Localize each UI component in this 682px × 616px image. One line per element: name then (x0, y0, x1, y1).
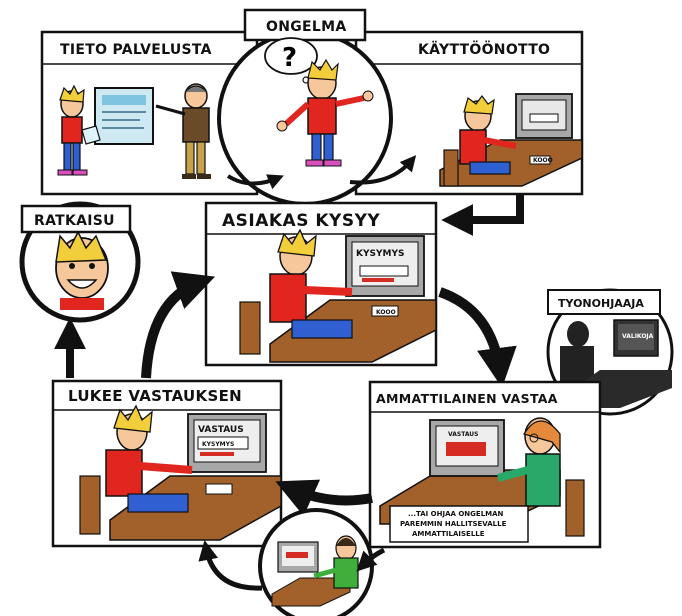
circle-ratkaisu: RATKAISU (19, 201, 141, 323)
monitor-icon: KYSYMYS (345, 235, 425, 297)
screen-label-kysymys: KYSYMYS (202, 441, 234, 448)
keycode-label: KOOO (533, 157, 553, 164)
panel-title-tieto-palvelusta: TIETO PALVELUSTA (60, 42, 212, 58)
screen-label-vastaus: VASTAUS (198, 425, 244, 435)
asking-boy-figure (239, 228, 353, 355)
circle-referral-helper (258, 508, 374, 616)
flow-arrows-left (54, 271, 216, 379)
question-mark: ? (282, 43, 297, 73)
referral-text-line2: PAREMMIN HALLITSEVALLE (400, 520, 507, 528)
panel-asiakas-kysyy: ASIAKAS KYSYY KYSYMYS KOOO (204, 201, 438, 367)
professional-figure (496, 417, 585, 537)
panel-title-tyonohjaaja: TYONOHJAAJA (558, 297, 644, 310)
flow-arrows-top (226, 155, 524, 236)
customer-boy-figure (57, 84, 101, 176)
flow-arrows-bottom (198, 540, 386, 591)
panel-title-ratkaisu: RATKAISU (34, 213, 115, 229)
presenter-figure (155, 83, 211, 179)
keycode-label: KOOO (376, 309, 396, 316)
monitor-icon: VASTAUS (429, 419, 505, 477)
referral-text-line1: ...TAI OHJAA ONGELMAN (408, 510, 504, 518)
panel-ammattilainen-vastaa: AMMATTILAINEN VASTAA VASTAUS ...TAI OHJA… (368, 380, 602, 549)
flow-arrow-to-professional (438, 287, 517, 388)
monitor-icon (515, 93, 573, 139)
panel-title-ammattilainen-vastaa: AMMATTILAINEN VASTAA (376, 391, 558, 406)
panel-title-ongelma: ONGELMA (266, 19, 346, 35)
confused-boy-figure (276, 58, 374, 167)
question-bubble-icon: ? (264, 37, 318, 84)
panel-title-asiakas-kysyy: ASIAKAS KYSYY (222, 211, 380, 231)
circle-ongelma: ONGELMA ? (217, 8, 393, 206)
seated-boy-figure (443, 95, 517, 187)
screen-label-valikoja: VALIKOJA (622, 333, 654, 340)
monitor-icon: VASTAUS KYSYMYS (187, 413, 267, 473)
reading-boy-figure (79, 404, 193, 535)
panel-lukee-vastauksen: LUKEE VASTAUKSEN VASTAUS KYSYMYS (51, 379, 283, 548)
referral-text-line3: AMMATTILAISELLE (412, 530, 485, 538)
panel-title-kayttoonotto: KÄYTTÖÖNOTTO (418, 40, 550, 58)
flow-arrow-to-reader (275, 479, 373, 517)
screen-label-vastaus: VASTAUS (448, 431, 478, 438)
presentation-board-icon (94, 87, 154, 145)
happy-boy-face (55, 230, 109, 310)
panel-title-lukee-vastauksen: LUKEE VASTAUKSEN (68, 387, 242, 405)
referral-note: ...TAI OHJAA ONGELMAN PAREMMIN HALLITSEV… (389, 505, 529, 543)
screen-label-kysymys: KYSYMYS (356, 249, 404, 259)
